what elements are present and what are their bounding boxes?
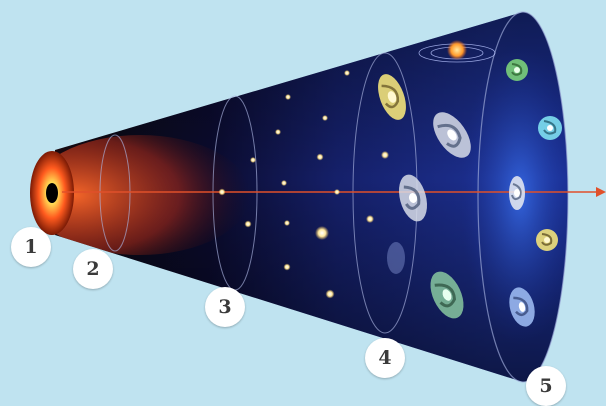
galaxy-green-1 bbox=[430, 271, 464, 319]
galaxy-faint bbox=[387, 242, 405, 274]
stage-label-5: 5 bbox=[526, 366, 566, 406]
galaxies bbox=[378, 59, 562, 327]
big-bang bbox=[30, 151, 74, 235]
universe-timeline-diagram: 1 2 3 4 5 bbox=[11, 11, 606, 406]
galaxy-green-2 bbox=[506, 59, 528, 81]
stage-label-1: 1 bbox=[11, 227, 51, 267]
galaxy-white-1 bbox=[433, 112, 471, 158]
galaxy-white-2 bbox=[398, 174, 428, 222]
galaxy-blue bbox=[509, 287, 535, 327]
stage-label-2: 2 bbox=[73, 249, 113, 289]
galaxy-yellow-2 bbox=[536, 229, 558, 251]
solar-system bbox=[418, 40, 496, 63]
expanding-universe-cone bbox=[30, 11, 606, 383]
stage-label-4: 4 bbox=[365, 338, 405, 378]
galaxy-cyan bbox=[538, 116, 562, 140]
galaxy-yellow-1 bbox=[378, 74, 406, 120]
early-stars bbox=[218, 70, 389, 299]
time-arrow bbox=[62, 187, 606, 197]
galaxy-white-3 bbox=[509, 176, 525, 210]
stage-label-3: 3 bbox=[205, 287, 245, 327]
